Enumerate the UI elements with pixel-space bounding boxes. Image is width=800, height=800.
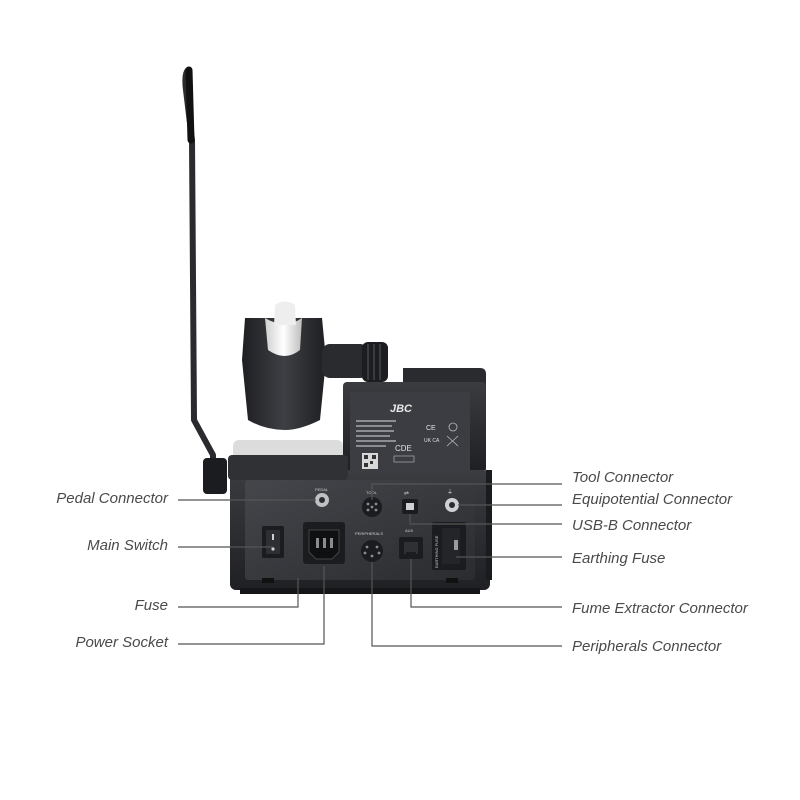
equipotential-symbol-icon: ⏚ xyxy=(447,489,453,496)
label-usb-b-connector: USB-B Connector xyxy=(572,517,692,534)
leader-usb-b-connector xyxy=(409,514,562,525)
power-socket-iec xyxy=(303,522,345,564)
cert-mark-weee xyxy=(446,435,459,447)
earthing-fuse-panel-label: EARTHING FUSE xyxy=(434,535,439,568)
aux-rj-port xyxy=(399,537,423,559)
holder-cup xyxy=(242,318,326,430)
usb-symbol-icon: ⇌ xyxy=(404,490,409,497)
leader-lines xyxy=(178,483,562,647)
tool-connector-socket xyxy=(362,497,382,517)
leader-tool-connector xyxy=(371,483,562,500)
info-plate: JBC CDE CE UK CA xyxy=(350,392,470,472)
body-left-shoulder xyxy=(228,455,348,480)
label-tool-connector: Tool Connector xyxy=(572,469,674,486)
leader-fume-extractor-connector xyxy=(410,559,562,608)
hanger-rod xyxy=(182,66,227,494)
holder-tip-rest xyxy=(274,301,296,325)
aux-panel-label: AUX xyxy=(405,528,414,533)
brand-logo: JBC xyxy=(390,403,413,415)
cert-mark-recycle xyxy=(448,422,458,432)
label-main-switch: Main Switch xyxy=(87,537,168,554)
label-fuse: Fuse xyxy=(134,597,168,614)
main-switch-rocker xyxy=(262,526,284,558)
usb-b-port xyxy=(402,499,418,514)
foot-pad-right xyxy=(446,578,458,583)
peripherals-panel-label: PERIPHERALS xyxy=(355,531,383,536)
cert-mark-ce: CE xyxy=(426,425,436,432)
peripherals-din-socket xyxy=(361,540,383,562)
qr-code xyxy=(362,453,378,469)
leader-peripherals-connector xyxy=(371,562,562,647)
leader-fuse xyxy=(178,578,299,608)
label-earthing-fuse: Earthing Fuse xyxy=(572,550,666,567)
body-foot xyxy=(240,588,480,594)
rod-clamp xyxy=(203,458,227,494)
equipotential-jack xyxy=(445,498,459,512)
label-power-socket: Power Socket xyxy=(75,634,168,651)
label-peripherals-connector: Peripherals Connector xyxy=(572,638,722,655)
leader-power-socket xyxy=(178,566,325,645)
label-fume-extractor-connector: Fume Extractor Connector xyxy=(572,600,748,617)
holder-white-insert xyxy=(265,318,302,356)
cert-mark-ukca: UK CA xyxy=(424,438,440,444)
earthing-fuse-holder xyxy=(432,522,466,570)
holder-knob xyxy=(362,342,388,382)
pedal-jack xyxy=(315,493,329,507)
pedal-panel-label: PEDAL xyxy=(315,487,329,492)
foot-pad-left xyxy=(262,578,274,583)
label-pedal-connector: Pedal Connector xyxy=(56,490,168,507)
label-equipotential-connector: Equipotential Connector xyxy=(572,491,733,508)
model-label: CDE xyxy=(395,444,412,453)
connector-panel: PEDAL TOOL ⇌ ⏚ xyxy=(245,480,475,583)
holder-arm xyxy=(322,344,368,378)
